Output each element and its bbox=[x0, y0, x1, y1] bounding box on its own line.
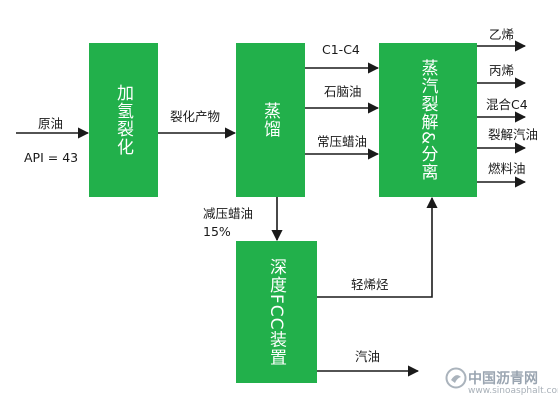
product-mixed-c4: 混合C4 bbox=[486, 97, 528, 112]
vacuum-gas-oil-label: 减压蜡油 bbox=[203, 206, 254, 221]
vacuum-gas-oil-share: 15% bbox=[203, 224, 231, 239]
distillation-label: 蒸馏 bbox=[260, 102, 280, 138]
hydrocracking-label: 加氢裂化 bbox=[113, 84, 133, 156]
light-olefins-arrow bbox=[317, 196, 438, 298]
steam-cracking-label: 蒸汽裂解&分离 bbox=[417, 58, 438, 182]
naphtha-label: 石脑油 bbox=[324, 84, 362, 99]
distillation-unit: 蒸馏 bbox=[236, 43, 305, 197]
hydrocracking-unit: 加氢裂化 bbox=[89, 43, 158, 197]
watermark-name: 中国沥青网 bbox=[468, 371, 538, 387]
watermark-url: www.sinoasphalt.com bbox=[468, 386, 558, 396]
deep-fcc-unit: 深度FCC装置 bbox=[236, 241, 317, 383]
product-propylene: 丙烯 bbox=[489, 63, 515, 78]
product-ethylene: 乙烯 bbox=[489, 27, 515, 42]
atm-gas-oil-label: 常压蜡油 bbox=[317, 134, 368, 149]
light-olefins-label: 轻烯烃 bbox=[351, 277, 389, 292]
cracked-products-label: 裂化产物 bbox=[170, 109, 221, 124]
gasoline-label: 汽油 bbox=[355, 349, 381, 364]
watermark-logo-icon bbox=[445, 367, 467, 389]
c1-c4-label: C1-C4 bbox=[322, 42, 360, 57]
product-pyrolysis-gasoline: 裂解汽油 bbox=[488, 127, 539, 142]
steam-cracking-unit: 蒸汽裂解&分离 bbox=[379, 43, 477, 197]
deep-fcc-label: 深度FCC装置 bbox=[266, 257, 286, 367]
api-label: API = 43 bbox=[24, 150, 79, 165]
feed-label: 原油 bbox=[38, 116, 64, 131]
product-fuel-oil: 燃料油 bbox=[488, 161, 526, 176]
